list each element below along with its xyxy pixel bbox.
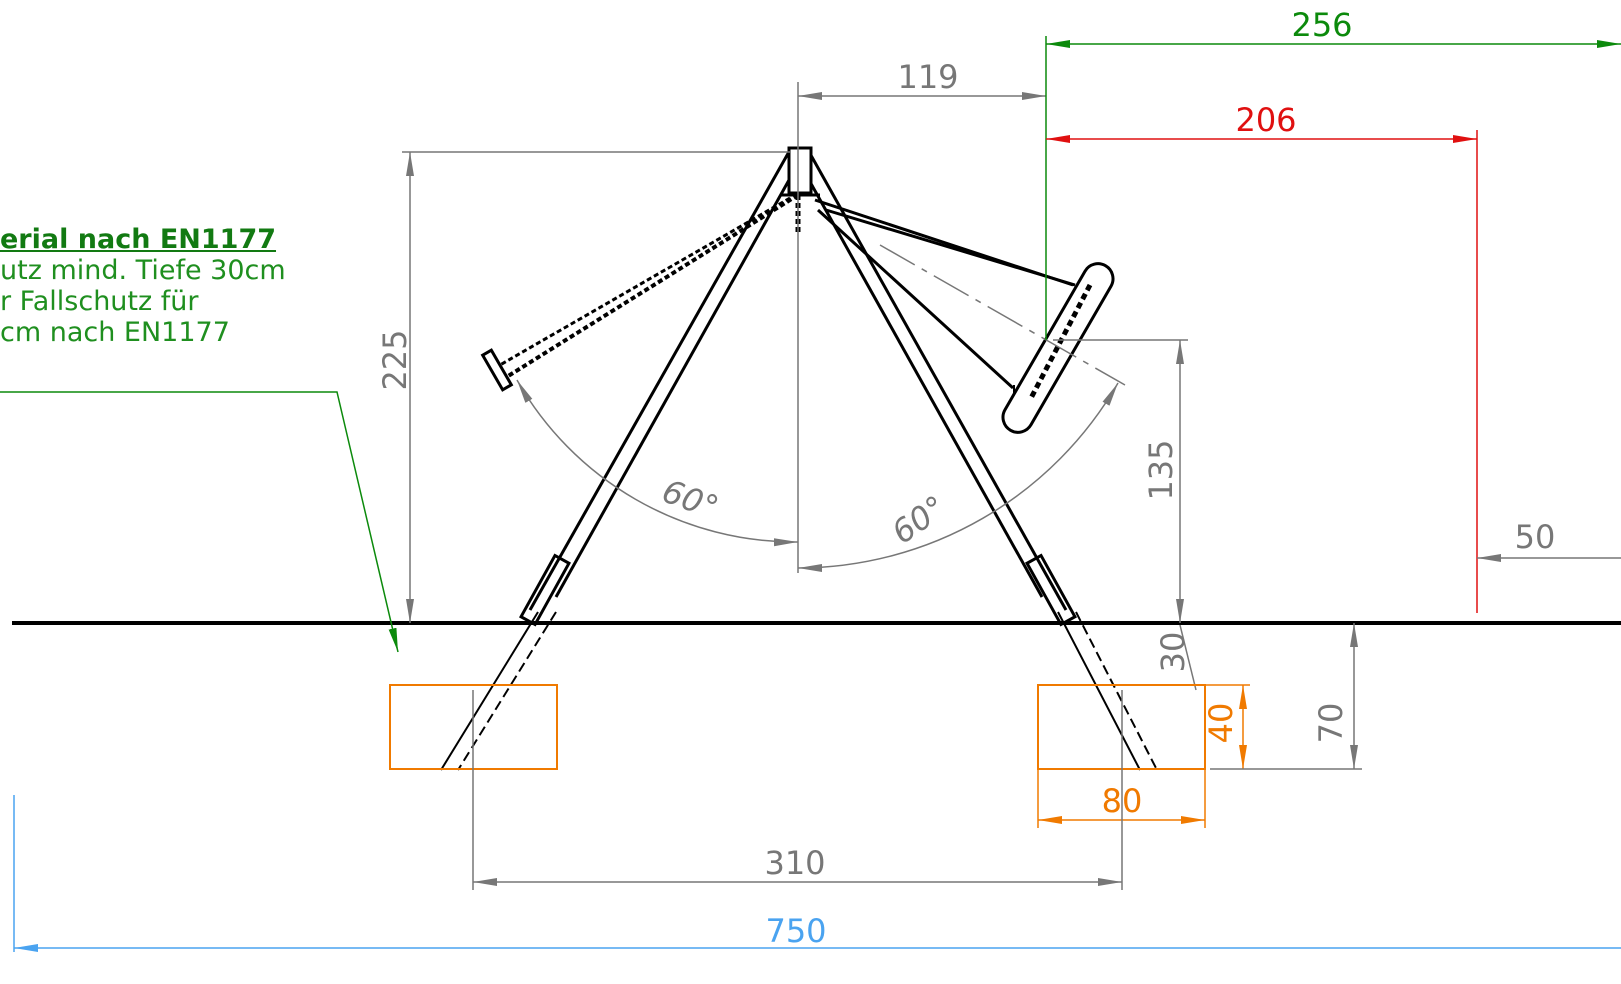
note-leader [0, 391, 399, 653]
dim-750-label: 750 [765, 912, 826, 950]
dim-225-label: 225 [376, 329, 414, 390]
dim-206-label: 206 [1235, 101, 1296, 139]
left-leg [440, 149, 805, 771]
dim-30-label: 30 [1154, 632, 1192, 673]
dim-30 [1179, 624, 1197, 691]
dim-119-label: 119 [897, 58, 958, 96]
note-line-3: cm nach EN1177 [0, 317, 230, 348]
right-angle-label: 60° [885, 488, 953, 552]
note-line-1: utz mind. Tiefe 30cm [0, 255, 286, 286]
left-swing [480, 193, 801, 392]
right-swing [814, 198, 1115, 434]
dim-135-label: 135 [1142, 439, 1180, 500]
dim-70-label: 70 [1312, 703, 1350, 744]
right-angle-arc [797, 382, 1119, 572]
dim-256-label: 256 [1291, 6, 1352, 44]
left-angle-label: 60° [657, 472, 723, 527]
dim-310-label: 310 [764, 844, 825, 882]
dim-40-label: 40 [1202, 703, 1240, 744]
right-leg [793, 149, 1158, 771]
left-angle-arc [516, 379, 799, 547]
swing-axis-line [879, 244, 1126, 386]
dim-50-label: 50 [1515, 518, 1556, 556]
fall-protection-note: erial nach EN1177 utz mind. Tiefe 30cm r… [0, 224, 286, 348]
note-line-2: r Fallschutz für [0, 286, 199, 317]
note-heading: erial nach EN1177 [0, 224, 277, 255]
